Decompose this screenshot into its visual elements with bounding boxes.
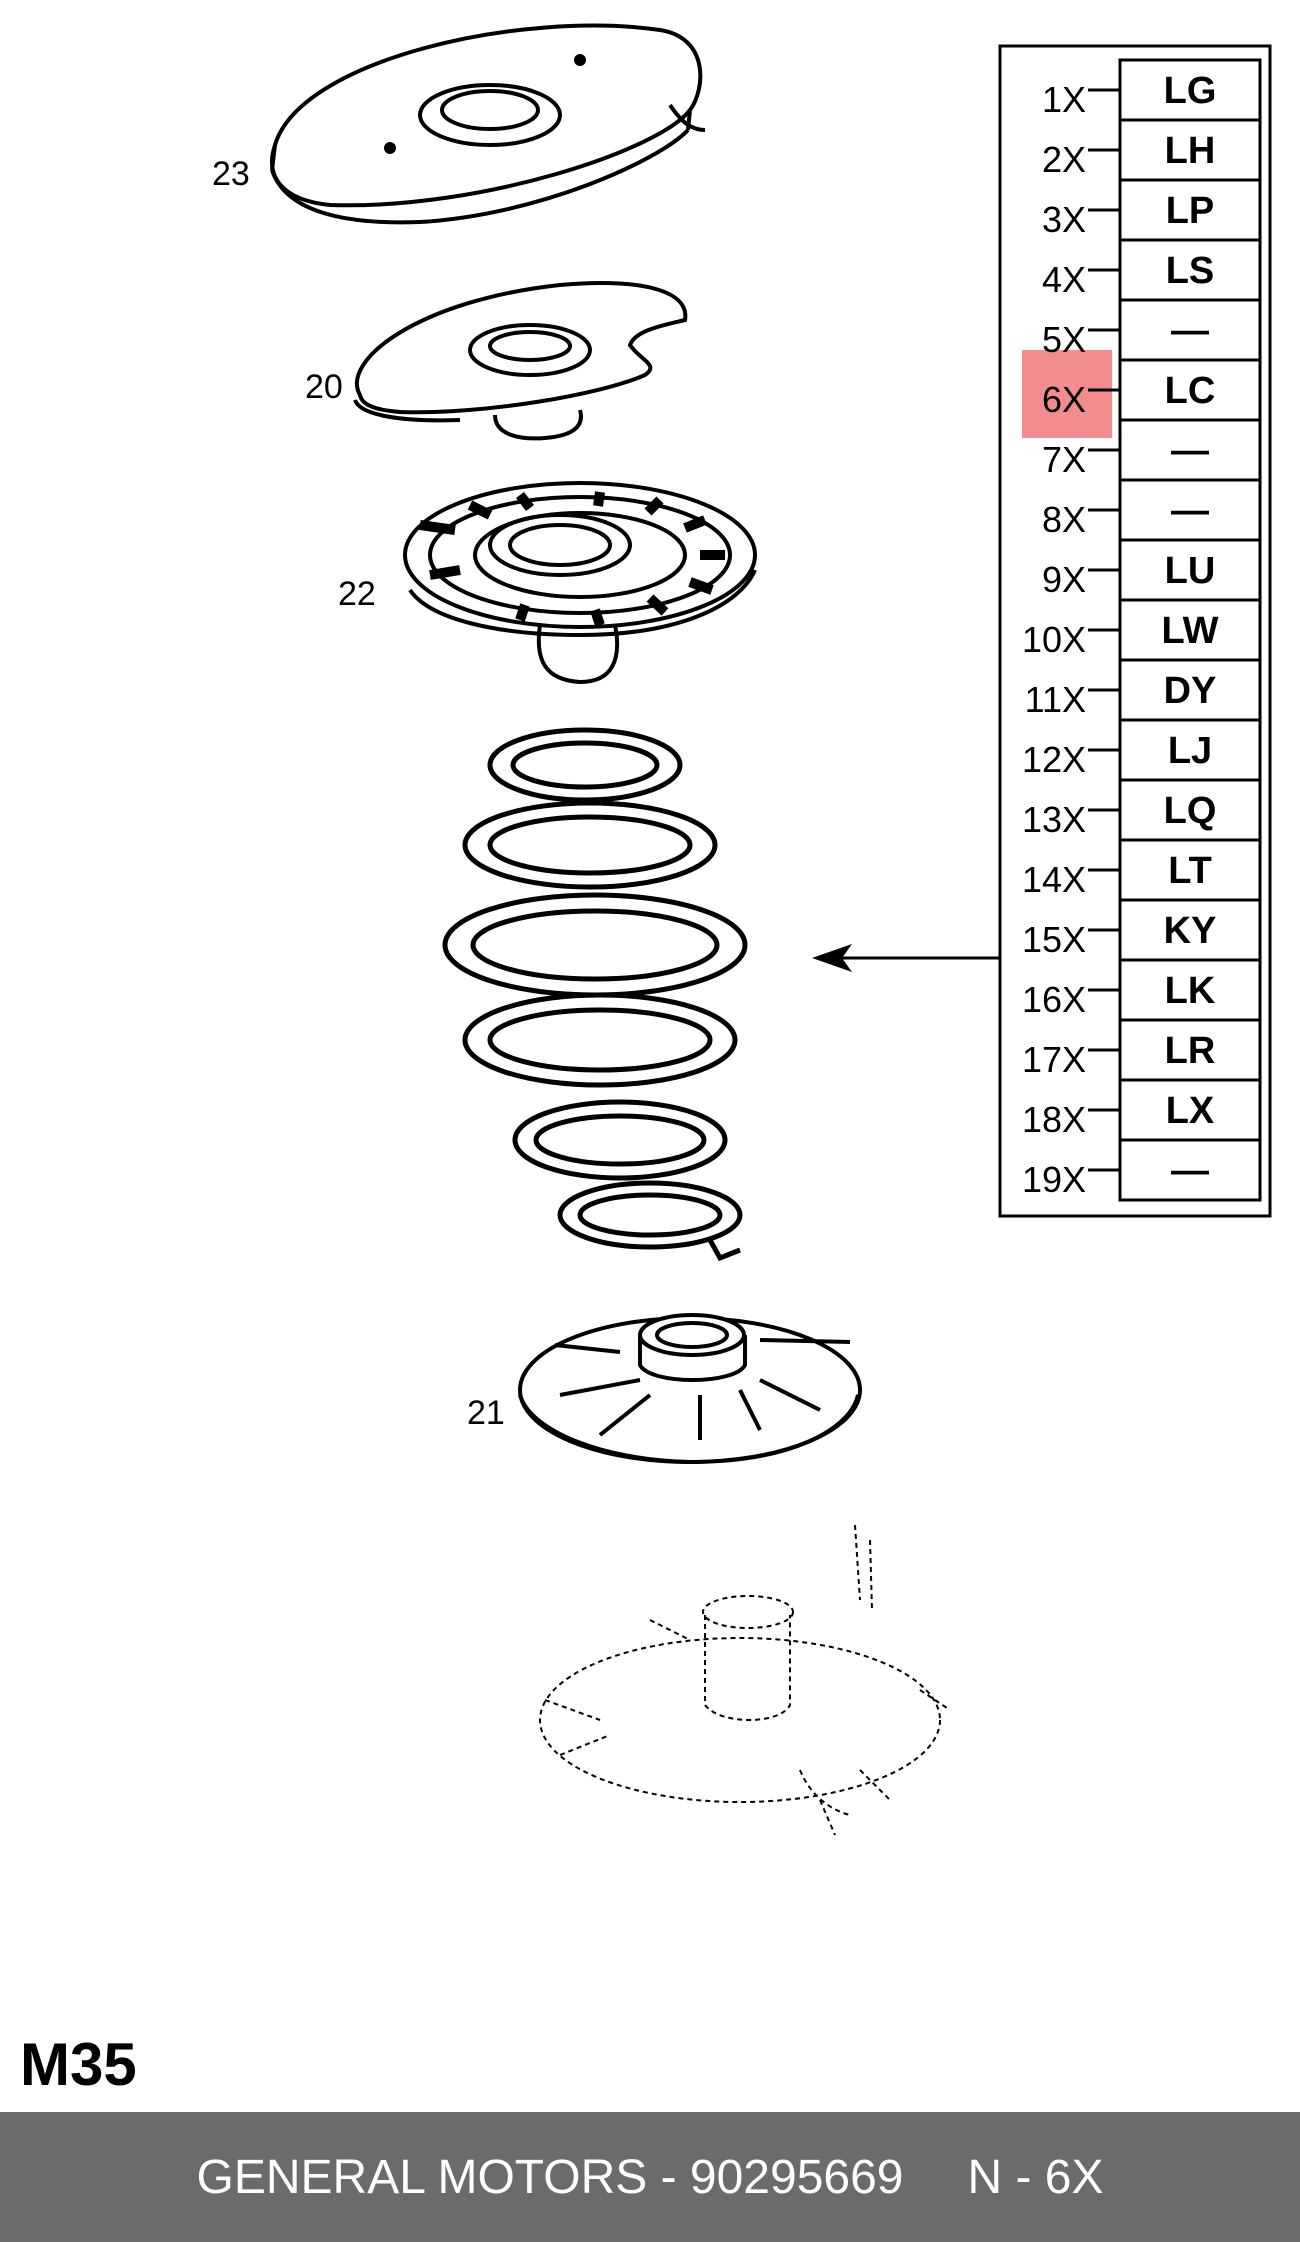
- variant-code-label: LG: [1164, 70, 1217, 112]
- variant-qty-label: 3X: [1042, 199, 1086, 240]
- variant-qty-label: 17X: [1022, 1039, 1086, 1080]
- part-21-lower-seat: [518, 1313, 862, 1465]
- footer-bar: GENERAL MOTORS - 90295669 N - 6X: [0, 2112, 1300, 2242]
- variant-qty-label: 15X: [1022, 919, 1086, 960]
- variant-qty-label: 18X: [1022, 1099, 1086, 1140]
- footer-part-text: GENERAL MOTORS - 90295669: [196, 2150, 904, 2204]
- variant-code-label: LP: [1166, 190, 1215, 232]
- variant-qty-label: 13X: [1022, 799, 1086, 840]
- variant-code-label: DY: [1164, 670, 1217, 712]
- footer-variant-text: N - 6X: [967, 2150, 1104, 2204]
- part-20-upper-seat: [353, 281, 688, 441]
- variant-code-label: LC: [1165, 370, 1216, 412]
- variant-qty-label: 4X: [1042, 259, 1086, 300]
- sheet-code: M35: [20, 2031, 137, 2098]
- variant-qty-label: 10X: [1022, 619, 1086, 660]
- callout-23: 23: [212, 155, 250, 193]
- variant-qty-label: 14X: [1022, 859, 1086, 900]
- parts-diagram: 23 20 22: [212, 23, 1272, 1836]
- variant-code-label: LT: [1168, 850, 1212, 892]
- variant-table-rows: 1X LG 2X LH 3X LP 4X LS 5X — 6X LC 7X — 8X — 9X LU 10X LW 11…: [1022, 58, 1262, 1202]
- variant-code-label: LJ: [1168, 730, 1212, 772]
- variant-code-label: LH: [1165, 130, 1216, 172]
- variant-code-label: LQ: [1164, 790, 1217, 832]
- callout-21: 21: [467, 1394, 505, 1432]
- variant-qty-label: 6X: [1042, 379, 1086, 420]
- variant-code-label: LX: [1166, 1090, 1215, 1132]
- coil-spring: [442, 727, 748, 1262]
- part-22-bearing-seat: [403, 481, 757, 685]
- variant-code-label: —: [1171, 490, 1209, 532]
- variant-row-highlight: [1022, 350, 1112, 438]
- variant-code-label: LU: [1165, 550, 1216, 592]
- variant-code-label: KY: [1164, 910, 1217, 952]
- variant-qty-label: 1X: [1042, 79, 1086, 120]
- variant-code-label: LW: [1162, 610, 1219, 652]
- variant-qty-label: 9X: [1042, 559, 1086, 600]
- variant-qty-label: 12X: [1022, 739, 1086, 780]
- variant-qty-label: 5X: [1042, 319, 1086, 360]
- callout-20: 20: [305, 368, 343, 406]
- variant-code-label: LR: [1165, 1030, 1216, 1072]
- variant-code-label: —: [1171, 1150, 1209, 1192]
- variant-qty-label: 19X: [1022, 1159, 1086, 1200]
- callout-22: 22: [338, 575, 376, 613]
- variant-code-label: LS: [1166, 250, 1215, 292]
- variant-qty-label: 8X: [1042, 499, 1086, 540]
- variant-arrow: [812, 944, 1000, 972]
- ghost-lower-part: [539, 1524, 951, 1836]
- variant-qty-label: 2X: [1042, 139, 1086, 180]
- variant-table-frame: [998, 44, 1272, 1218]
- variant-code-label: —: [1171, 310, 1209, 352]
- variant-qty-label: 11X: [1025, 679, 1086, 720]
- part-23-top-plate: [270, 23, 706, 225]
- variant-code-label: —: [1171, 430, 1209, 472]
- variant-qty-label: 7X: [1042, 439, 1086, 480]
- variant-table: 1X LG 2X LH 3X LP 4X LS 5X — 6X LC 7X — 8X — 9X LU 10X LW 11…: [998, 44, 1272, 1218]
- variant-qty-label: 16X: [1022, 979, 1086, 1020]
- variant-code-label: LK: [1165, 970, 1216, 1012]
